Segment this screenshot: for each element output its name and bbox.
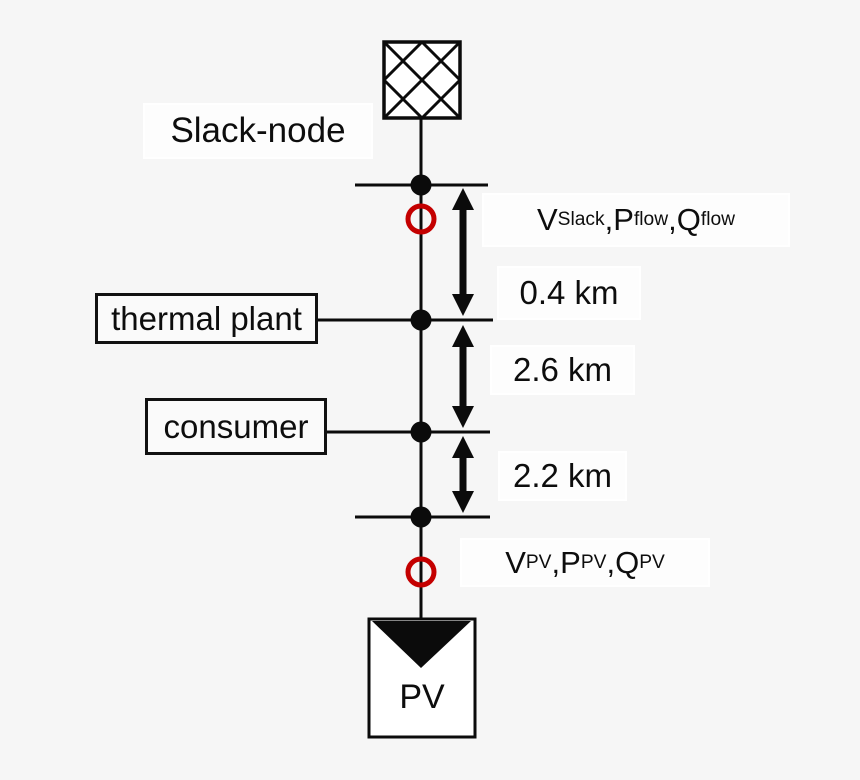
q-symbol: Q xyxy=(676,202,701,237)
bus-node-dot-2 xyxy=(410,309,432,331)
q-symbol: Q xyxy=(615,544,640,580)
q-subscript: PV xyxy=(639,551,665,573)
separator: , xyxy=(668,202,677,237)
p-symbol: P xyxy=(613,202,634,237)
separator: , xyxy=(551,544,561,580)
measurement-circle-slack xyxy=(405,203,437,235)
q-subscript: flow xyxy=(700,209,736,231)
p-subscript: PV xyxy=(580,551,607,573)
segment-length-label-2: 2.6 km xyxy=(490,345,635,395)
slack-node-label-box: Slack-node xyxy=(143,103,373,159)
v-subscript: PV xyxy=(525,551,552,573)
bus-node-dot-3 xyxy=(410,421,432,443)
pv-label-text: PV xyxy=(399,677,445,716)
v-subscript: Slack xyxy=(557,209,605,231)
separator: , xyxy=(604,202,614,237)
p-subscript: flow xyxy=(633,209,669,231)
segment-arrow-2 xyxy=(452,325,474,428)
slack-source-icon xyxy=(382,40,462,120)
segment-length-label-3: 2.2 km xyxy=(498,451,627,501)
thermal-plant-label-box: thermal plant xyxy=(95,293,318,344)
segment-arrow-3 xyxy=(452,436,474,513)
slack-node-label: Slack-node xyxy=(170,111,346,150)
segment-length-2: 2.6 km xyxy=(512,351,613,388)
pv-label: PV xyxy=(369,676,475,718)
thermal-plant-label: thermal plant xyxy=(111,299,302,337)
separator: , xyxy=(606,544,616,580)
segment-length-label-1: 0.4 km xyxy=(497,266,641,320)
v-symbol: V xyxy=(536,202,558,237)
segment-length-3: 2.2 km xyxy=(512,457,613,494)
bus-node-dot-1 xyxy=(410,174,432,196)
bus-node-dot-4 xyxy=(410,506,432,528)
segment-arrow-1 xyxy=(452,188,474,316)
pv-generator-icon xyxy=(367,617,477,739)
segment-length-1: 0.4 km xyxy=(519,274,619,311)
consumer-label-box: consumer xyxy=(145,398,327,455)
v-symbol: V xyxy=(505,544,526,580)
consumer-label: consumer xyxy=(163,407,309,445)
p-symbol: P xyxy=(560,544,581,580)
measurement-circle-pv xyxy=(405,556,437,588)
